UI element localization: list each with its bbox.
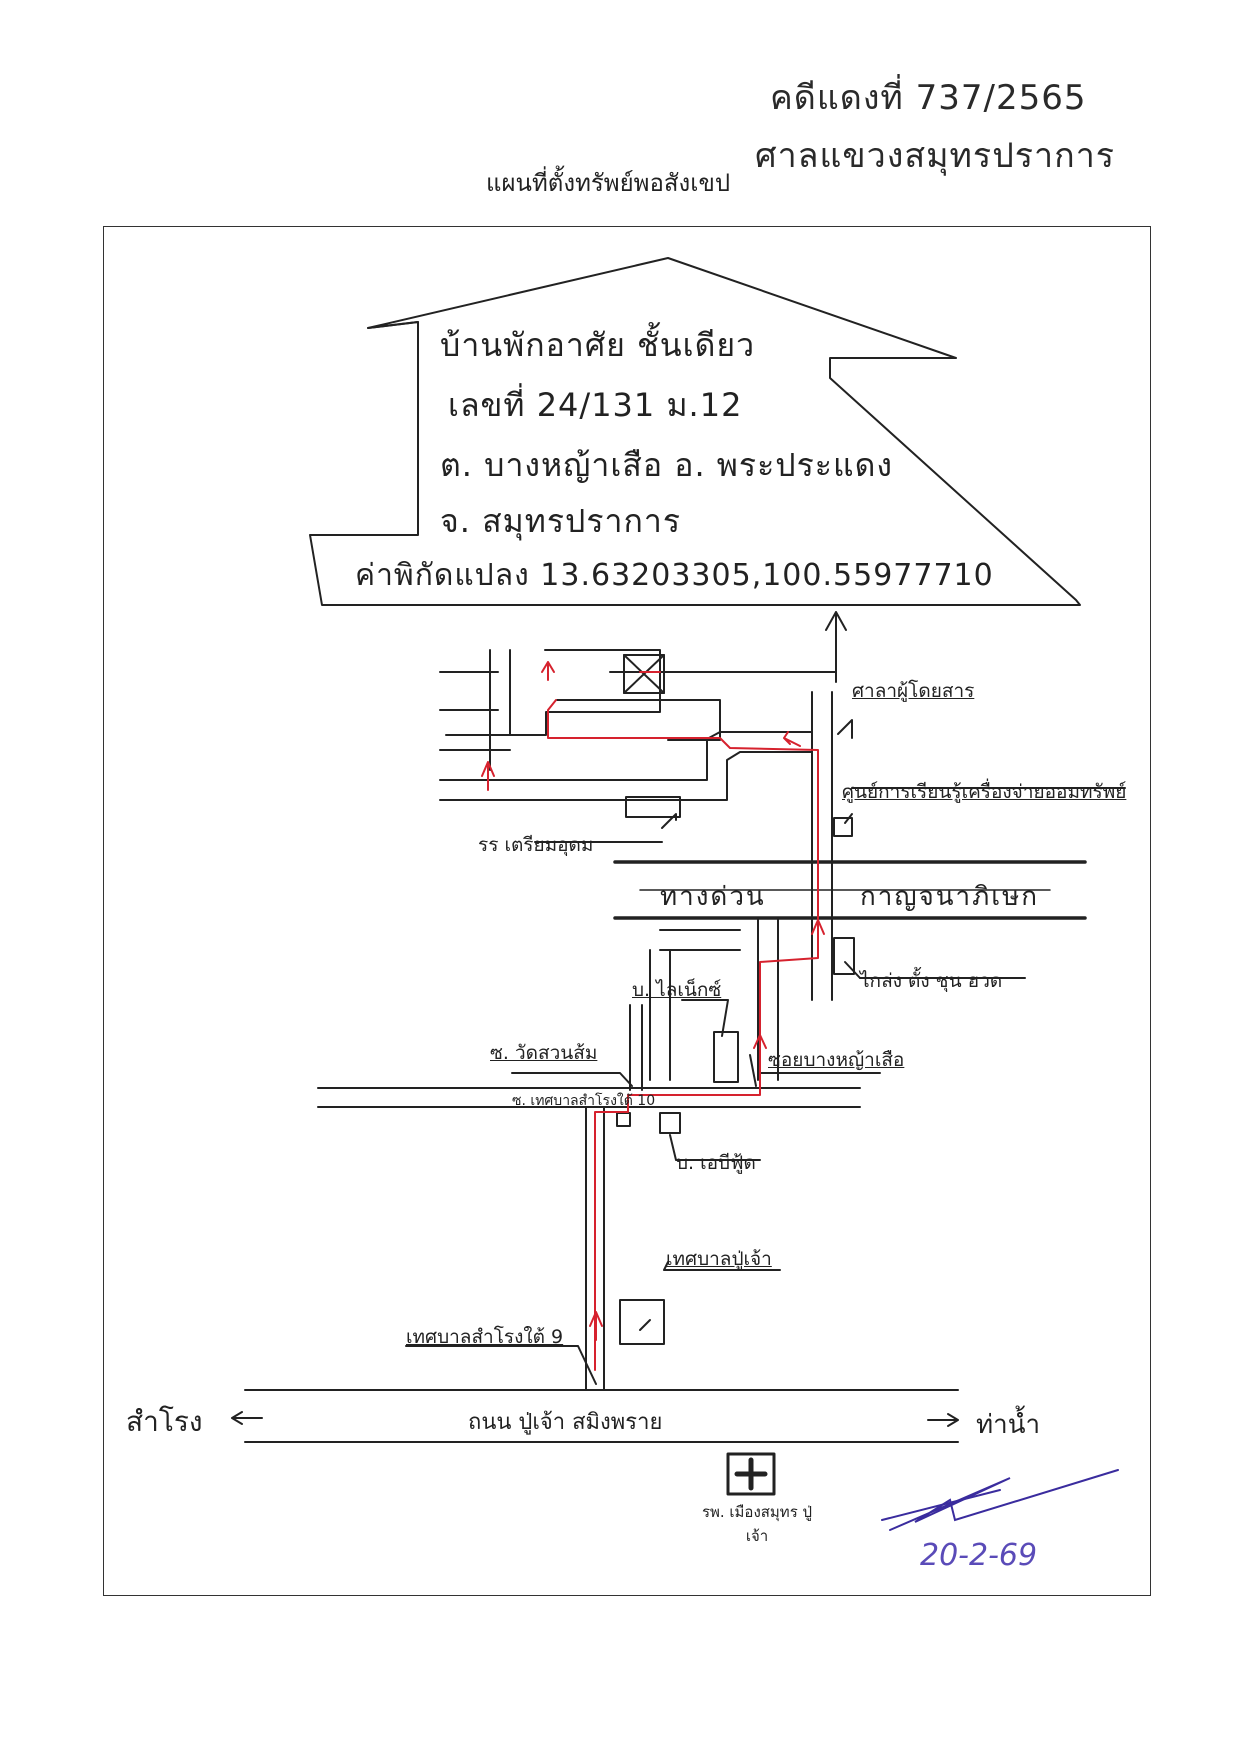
- house-coordinates: ค่าพิกัดแปลง 13.63203305,100.55977710: [355, 558, 994, 593]
- house-province: จ. สมุทรปราการ: [440, 502, 681, 540]
- house-description: บ้านพักอาศัย ชั้นเดียว: [440, 326, 756, 364]
- house-outline: [309, 257, 1081, 606]
- municipality-label: เทศบาลปู่เจ้า: [666, 1248, 772, 1270]
- highway-label-left: ทางด่วน: [660, 882, 766, 912]
- signature-date: 20-2-69: [920, 1538, 1038, 1573]
- hospital-label: รพ. เมืองสมุทร ปู่เจ้า: [701, 1503, 813, 1545]
- main-road-label: ถนน ปู่เจ้า สมิงพราย: [468, 1410, 663, 1435]
- west-place-label: สำโรง: [126, 1405, 203, 1438]
- map-frame: [103, 226, 1151, 1596]
- arrow-to-house: [825, 611, 847, 683]
- house-number: เลขที่ 24/131 ม.12: [448, 386, 743, 424]
- route-line: [481, 661, 825, 1371]
- company-1-box: [833, 937, 855, 975]
- highway-label-right: กาญจนาภิเษก: [860, 882, 1040, 912]
- company-3-label: บ. เอบีฟู้ด: [676, 1152, 756, 1174]
- case-number: คดีแดงที่ 737/2565: [770, 78, 1087, 118]
- soi-wat-label: ซ. วัดสวนส้ม: [490, 1042, 598, 1064]
- house-subdistrict: ต. บางหญ้าเสือ อ. พระประแดง: [440, 446, 893, 484]
- hospital-box: [726, 1452, 776, 1496]
- target-house: [623, 654, 665, 694]
- soi-bang-label: ซอยบางหญ้าเสือ: [768, 1049, 905, 1071]
- page-title: แผนที่ตั้งทรัพย์พอสังเขป: [486, 169, 731, 197]
- learning-center-label: ศูนย์การเรียนรู้เครื่องจ่ายออมทรัพย์: [842, 781, 1127, 803]
- company-1-label: ไกล่ง ตั้ง ชุน ฮวด: [860, 970, 1003, 992]
- east-place-label: ท่าน้ำ: [976, 1410, 1041, 1440]
- municipal-soi-label: เทศบาลสำโรงใต้ 9: [406, 1326, 564, 1348]
- signature-scribble: [881, 1469, 1119, 1531]
- court-name: ศาลแขวงสมุทรปราการ: [755, 136, 1116, 176]
- soi-municipal-label: ซ. เทศบาลสำโรงใต้ 10: [512, 1093, 656, 1109]
- bus-stop-label: ศาลาผู้โดยสาร: [852, 680, 975, 702]
- municipality-box: [619, 1299, 665, 1345]
- company-2-label: บ. ไลเน็กซ์: [632, 979, 722, 1001]
- school-label: รร เตรียมอุดม: [478, 834, 594, 856]
